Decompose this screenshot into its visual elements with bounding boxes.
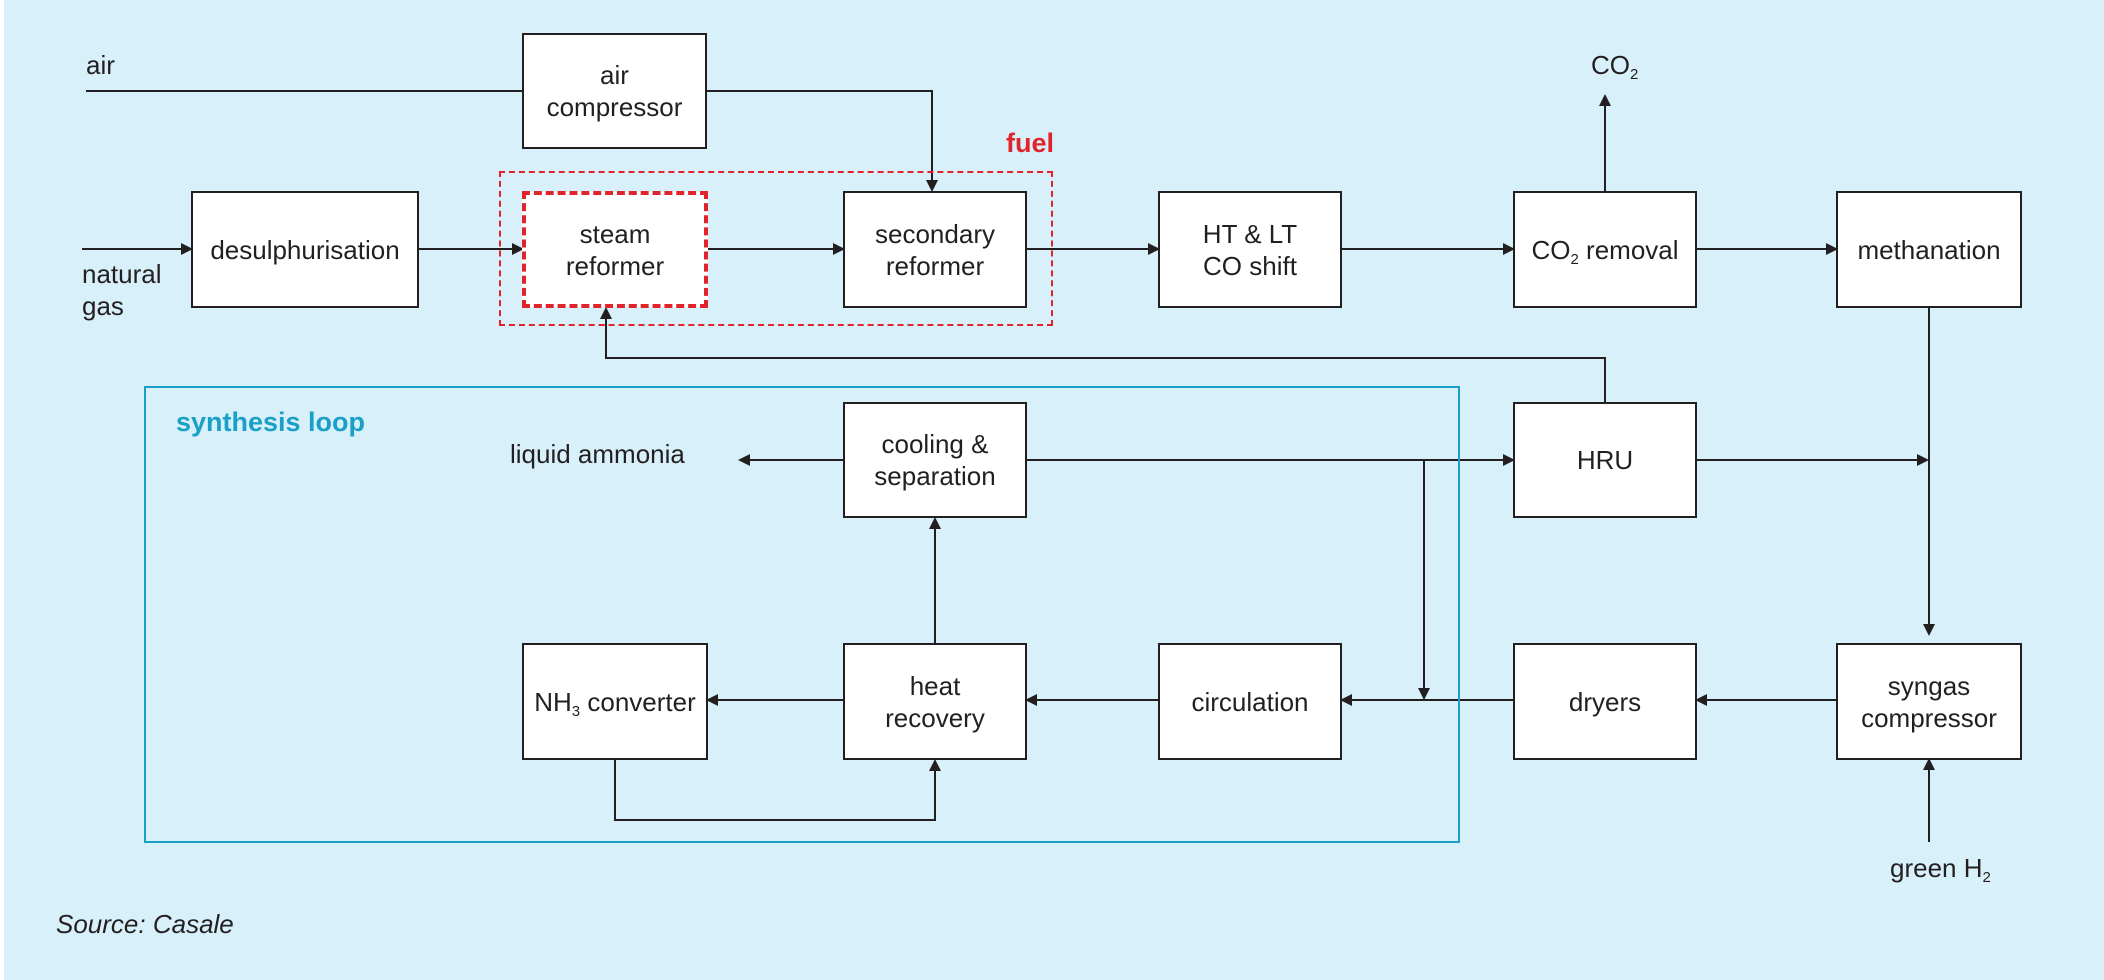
fuel-region [499,171,1053,326]
co2-output-label: CO2 [1591,49,1639,83]
cooling-separation-line1: cooling & [881,429,989,459]
air-compressor-line1: air [600,60,629,90]
natural-gas-label: natural gas [82,258,162,322]
air-label: air [86,50,115,80]
co2-removal-rest: removal [1578,234,1679,265]
green-h2-sub: 2 [1982,869,1991,886]
arrow-nh3-to-heat [614,759,941,821]
natural-gas-line1: natural [82,259,162,289]
arrow-hru-to-steam [600,307,1606,403]
fuel-label: fuel [1006,128,1055,158]
cooling-separation-box: cooling &separation [843,402,1027,518]
ht-lt-line2: CO shift [1203,250,1297,281]
cooling-separation-line2: separation [874,461,996,491]
flow-lines [82,90,1935,842]
heat-recovery-line2: recovery [885,702,985,733]
circulation-box: circulation [1158,643,1342,760]
synthesis-loop-region [144,386,1460,843]
source-caption: Source: Casale [56,909,234,939]
diagram-canvas: fuel synthesis loop air natural gas CO2 … [4,0,2104,980]
air-compressor-line2: compressor [546,92,683,122]
nh3-converter-main: NH [534,686,572,717]
syngas-compressor-line1: syngas [1887,670,1971,701]
ht-lt-line1: HT & LT [1202,218,1298,249]
co2-output-sub: 2 [1630,66,1639,83]
natural-gas-line2: gas [82,291,124,321]
nh3-converter-sub: 3 [571,702,581,720]
green-h2-main: green H [1890,853,1983,883]
co2-removal-box: CO2 removal [1513,191,1697,308]
desulphurisation-box: desulphurisation [191,191,419,308]
syngas-compressor-line2: compressor [1861,702,1997,733]
heat-recovery-line1: heat [909,670,961,701]
secondary-reformer-line1: secondary [875,218,995,249]
dryers-box: dryers [1513,643,1697,760]
nh3-converter-rest: converter [580,686,696,717]
co2-output-main: CO [1591,50,1630,80]
hru-box: HRU [1513,402,1697,518]
co2-removal-main: CO [1531,234,1571,265]
methanation-box: methanation [1836,191,2022,308]
liquid-ammonia-label: liquid ammonia [510,439,685,469]
steam-reformer-line1: steam [579,218,651,249]
nh3-converter-box: NH3 converter [522,643,708,760]
synthesis-loop-label: synthesis loop [176,407,366,437]
green-h2-label: green H2 [1890,852,1991,886]
steam-reformer-line2: reformer [565,250,665,281]
arrow-aircomp-to-secondary [706,90,938,192]
co2-removal-sub: 2 [1570,250,1579,268]
secondary-reformer-line2: reformer [885,250,985,281]
